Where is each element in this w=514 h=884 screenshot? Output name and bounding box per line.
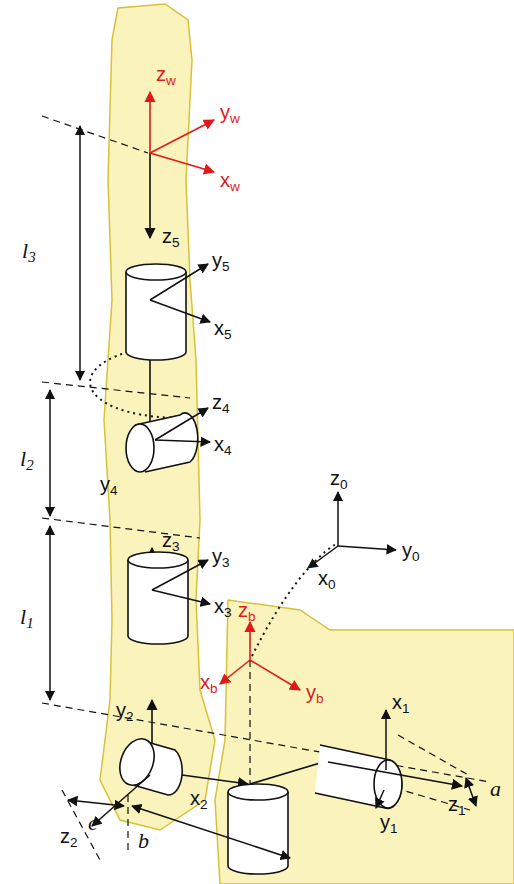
link-lines: [150, 153, 330, 784]
axis-label: z4: [212, 392, 230, 416]
rotation-curves: [90, 352, 336, 656]
axis-label: x2: [190, 788, 208, 812]
axis-label: yw: [220, 102, 240, 126]
dimension-label: c: [88, 812, 98, 834]
axis-label: y4: [100, 474, 118, 498]
axis-label: z3: [162, 530, 180, 554]
dimension-arrows: [50, 126, 476, 858]
axis-label: x3: [214, 596, 232, 620]
axis-label: x5: [214, 318, 232, 342]
axis-label: y2: [116, 700, 134, 724]
axis-label: z1: [448, 794, 466, 818]
axis-label: y5: [212, 250, 230, 274]
axis-label: xw: [220, 170, 240, 194]
frame-axes: [92, 264, 396, 826]
axis-label: xb: [200, 672, 218, 696]
axis-label: yb: [306, 682, 324, 706]
dimension-label: a: [490, 778, 501, 800]
dimension-label: l3: [22, 240, 36, 265]
joint-cylinders: [114, 264, 462, 874]
axis-label: y0: [402, 540, 420, 564]
axis-label: zw: [156, 64, 176, 88]
axis-label: x4: [214, 434, 232, 458]
axis-label: z5: [162, 226, 180, 250]
axis-label: y3: [212, 546, 230, 570]
axis-label: zb: [238, 600, 256, 624]
dimension-label: b: [138, 830, 149, 852]
axis-label: y1: [380, 812, 398, 836]
axis-label: z0: [330, 468, 348, 492]
reference-lines: [42, 116, 490, 860]
arm-body: [100, 4, 514, 884]
axis-label: z2: [60, 826, 78, 850]
dimension-label: l1: [20, 606, 34, 631]
dimension-label: l2: [20, 448, 34, 473]
red-frame-axes: [150, 92, 300, 690]
axis-label: x0: [318, 568, 336, 592]
axis-label: x1: [392, 692, 410, 716]
